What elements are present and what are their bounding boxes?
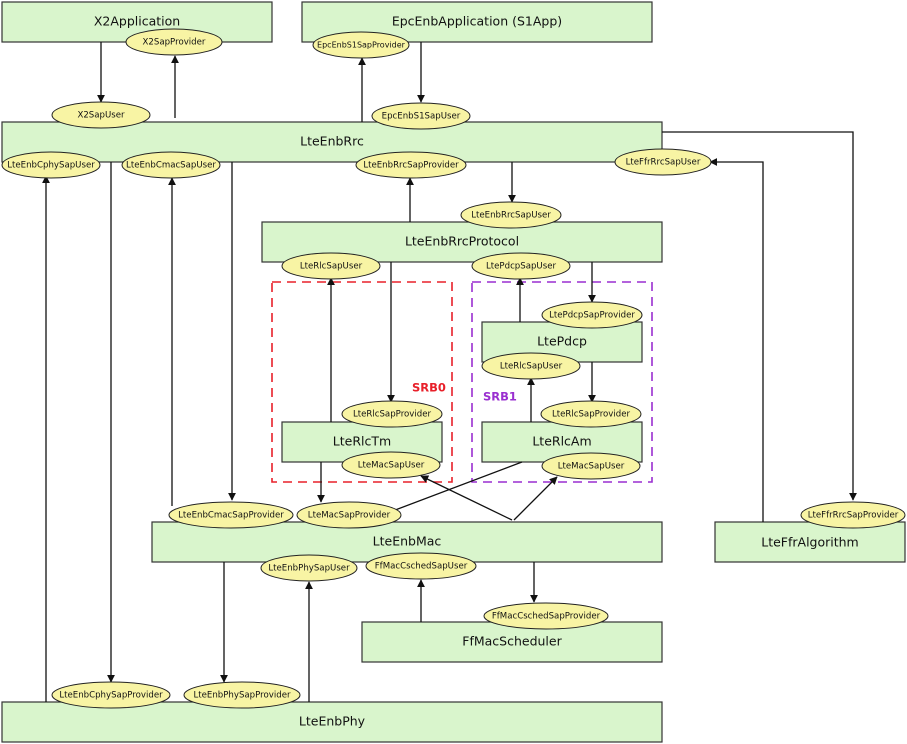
rlcam-to-macsapprovider-arrow — [381, 461, 523, 517]
lte-pdcp-label: LtePdcp — [537, 334, 587, 349]
connectors — [42, 42, 857, 702]
rrc-to-ffralgorithm-arrow — [662, 131, 857, 501]
lte-enb-mac-label: LteEnbMac — [373, 534, 442, 549]
lte-enb-cphy-sap-provider-label: LteEnbCphySapProvider — [59, 691, 163, 701]
rlc-am-rlc-sap-provider: LteRlcSapProvider — [540, 400, 642, 428]
epc-enb-s1-sap-user: EpcEnbS1SapUser — [371, 102, 471, 130]
rrc-protocol-rlc-sap-user: LteRlcSapUser — [281, 252, 381, 280]
rlc-tm-mac-sap-user: LteMacSapUser — [341, 451, 441, 479]
lte-enb-cphy-sap-user: LteEnbCphySapUser — [1, 151, 101, 179]
lte-enb-rrc-sap-provider: LteEnbRrcSapProvider — [355, 151, 467, 179]
lte-rlc-tm-label: LteRlcTm — [333, 434, 391, 449]
rlc-am-mac-sap-user: LteMacSapUser — [541, 452, 641, 480]
x2-sap-provider: X2SapProvider — [125, 28, 223, 56]
epc-enb-application-label: EpcEnbApplication (S1App) — [392, 14, 562, 29]
lte-pdcp-sap-provider: LtePdcpSapProvider — [541, 301, 643, 329]
x2-application-label: X2Application — [94, 14, 180, 29]
rlc-am-mac-sap-user-label: LteMacSapUser — [558, 462, 625, 472]
mac-to-rlcam-macsapuser-arrow — [513, 476, 558, 521]
rlc-tm-mac-sap-user-label: LteMacSapUser — [358, 461, 425, 471]
ff-mac-scheduler-module: FfMacScheduler — [361, 621, 663, 663]
lte-enb-rrc-sap-user: LteEnbRrcSapUser — [460, 201, 562, 229]
rlc-tm-rlc-sap-provider: LteRlcSapProvider — [341, 400, 443, 428]
lte-enb-rrc-module: LteEnbRrc — [1, 121, 663, 163]
srb0-region: SRB0 — [271, 281, 453, 483]
lte-ffr-algorithm-module: LteFfrAlgorithm — [714, 521, 906, 563]
epc-enb-s1-sap-provider-label: EpcEnbS1SapProvider — [317, 41, 406, 50]
lte-enb-rrc-label: LteEnbRrc — [300, 134, 364, 149]
lte-enb-phy-label: LteEnbPhy — [299, 714, 366, 729]
lte-pdcp-sap-user: LtePdcpSapUser — [471, 252, 571, 280]
epc-enb-s1-sap-user-label: EpcEnbS1SapUser — [382, 112, 461, 122]
lte-enb-cmac-sap-user: LteEnbCmacSapUser — [121, 151, 221, 179]
lte-enb-phy-sap-provider-label: LteEnbPhySapProvider — [193, 691, 291, 701]
lte-enb-cmac-sap-user-label: LteEnbCmacSapUser — [126, 161, 216, 171]
lte-ffr-rrc-sap-provider-label: LteFfrRrcSapProvider — [808, 511, 899, 521]
lte-mac-sap-provider-label: LteMacSapProvider — [308, 511, 391, 521]
lte-enb-cphy-sap-user-label: LteEnbCphySapUser — [7, 161, 95, 171]
lte-enb-phy-sap-provider: LteEnbPhySapProvider — [183, 681, 301, 709]
lte-enb-cmac-sap-provider-label: LteEnbCmacSapProvider — [178, 511, 284, 521]
ff-mac-csched-sap-user: FfMacCschedSapUser — [365, 552, 477, 580]
ffralgorithm-to-ffrrrcsapuser-arrow — [709, 158, 764, 522]
lte-enb-cphy-sap-provider: LteEnbCphySapProvider — [51, 681, 171, 709]
pdcp-rlc-sap-user: LteRlcSapUser — [481, 352, 581, 380]
x2-sap-user-label: X2SapUser — [77, 111, 125, 121]
lte-ffr-algorithm-label: LteFfrAlgorithm — [761, 535, 859, 550]
lte-rlc-am-label: LteRlcAm — [532, 434, 591, 449]
pdcp-rlc-sap-user-label: LteRlcSapUser — [500, 362, 563, 372]
lte-enb-rrc-sap-user-label: LteEnbRrcSapUser — [471, 211, 551, 221]
lte-ffr-rrc-sap-provider: LteFfrRrcSapProvider — [800, 501, 906, 529]
lte-enb-phy-module: LteEnbPhy — [1, 701, 663, 743]
lte-pdcp-sap-user-label: LtePdcpSapUser — [486, 262, 556, 272]
ff-mac-csched-sap-provider: FfMacCschedSapProvider — [483, 602, 609, 630]
rlc-am-rlc-sap-provider-label: LteRlcSapProvider — [552, 410, 631, 420]
mac-to-rlctm-macsapuser-arrow — [420, 475, 513, 521]
lte-enb-rrc-protocol-label: LteEnbRrcProtocol — [405, 234, 519, 249]
lte-enb-phy-sap-user-label: LteEnbPhySapUser — [268, 564, 350, 574]
lte-pdcp-sap-provider-label: LtePdcpSapProvider — [549, 311, 635, 321]
ff-mac-scheduler-label: FfMacScheduler — [462, 634, 562, 649]
x2-sap-user: X2SapUser — [51, 101, 151, 129]
srb0-label: SRB0 — [412, 381, 446, 395]
lte-mac-sap-provider: LteMacSapProvider — [296, 501, 402, 529]
rrc-protocol-rlc-sap-user-label: LteRlcSapUser — [300, 262, 363, 272]
x2-application-module: X2Application — [1, 1, 273, 43]
srb1-label: SRB1 — [483, 390, 517, 404]
ff-mac-csched-sap-provider-label: FfMacCschedSapProvider — [492, 612, 601, 622]
lte-ffr-rrc-sap-user-label: LteFfrRrcSapUser — [626, 158, 701, 168]
lte-enb-rrc-sap-provider-label: LteEnbRrcSapProvider — [363, 161, 459, 171]
srb1-region: SRB1 — [471, 281, 653, 483]
ff-mac-csched-sap-user-label: FfMacCschedSapUser — [375, 562, 468, 572]
x2-sap-provider-label: X2SapProvider — [143, 38, 206, 48]
lte-enb-phy-sap-user: LteEnbPhySapUser — [260, 554, 358, 582]
rlc-tm-rlc-sap-provider-label: LteRlcSapProvider — [353, 410, 432, 420]
lte-enb-cmac-sap-provider: LteEnbCmacSapProvider — [168, 501, 294, 529]
epc-enb-s1-sap-provider: EpcEnbS1SapProvider — [312, 31, 410, 59]
lte-ffr-rrc-sap-user: LteFfrRrcSapUser — [614, 148, 712, 176]
